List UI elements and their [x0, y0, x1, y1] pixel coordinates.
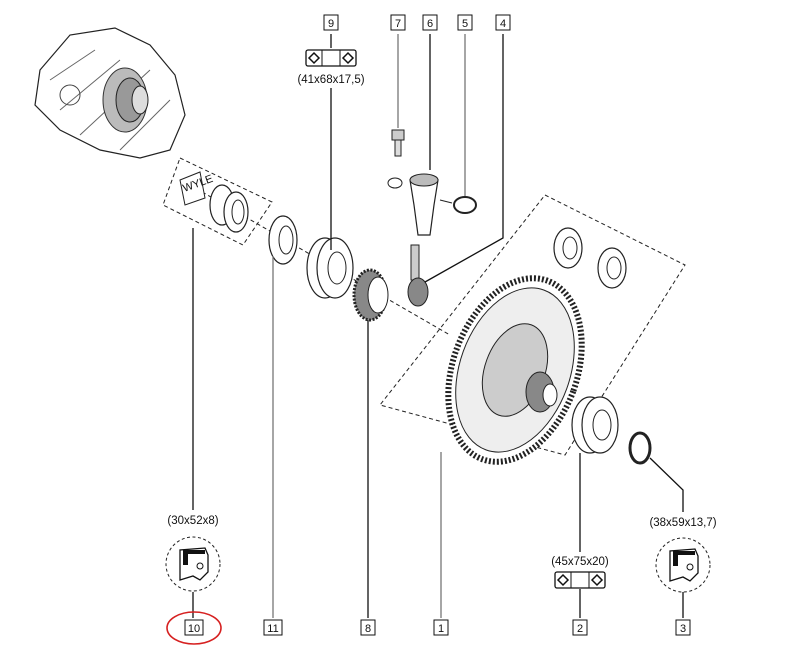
svg-text:5: 5: [462, 18, 468, 30]
callout-4[interactable]: 4: [495, 14, 511, 31]
svg-text:8: 8: [365, 623, 371, 635]
callout-3[interactable]: 3: [675, 619, 691, 636]
seal-kit-leaflet-icon: WYLE: [179, 171, 215, 206]
bearing-symbol-icon: [554, 571, 606, 589]
svg-text:7: 7: [395, 18, 401, 30]
dimension-10: (30x52x8): [167, 515, 218, 527]
svg-text:9: 9: [328, 18, 334, 30]
callout-6[interactable]: 6: [422, 14, 438, 31]
seal-kit-outline: [162, 157, 273, 246]
seal-3-illustration: [628, 431, 652, 465]
sensor-6-illustration: [387, 173, 439, 236]
dimension-9: (41x68x17,5): [297, 74, 364, 86]
differential-outline: [379, 194, 686, 456]
bearing-9-illustration: [306, 237, 354, 299]
callout-8[interactable]: 8: [360, 619, 376, 636]
highlight-circle: [166, 611, 222, 645]
callout-7[interactable]: 7: [390, 14, 406, 31]
svg-text:10: 10: [188, 623, 200, 635]
washer-5-illustration: [453, 196, 477, 214]
dimension-3: (38x59x13,7): [649, 517, 716, 529]
bearing-2-illustration: [571, 396, 619, 454]
oil-seal-icon: [165, 536, 221, 592]
callout-1[interactable]: 1: [433, 619, 449, 636]
gearbox-housing-illustration: [34, 27, 186, 159]
bolt-7-illustration: [391, 129, 405, 157]
svg-text:4: 4: [500, 18, 506, 30]
gear-8-illustration: [352, 268, 389, 322]
callout-5[interactable]: 5: [457, 14, 473, 31]
svg-text:3: 3: [680, 623, 686, 635]
callout-9[interactable]: 9: [323, 14, 339, 31]
svg-text:2: 2: [577, 623, 583, 635]
dimension-2: (45x75x20): [551, 556, 609, 568]
bearing-symbol-icon: [305, 49, 357, 67]
svg-text:11: 11: [267, 623, 278, 635]
ring-gear-1-illustration: [445, 275, 585, 465]
callout-2[interactable]: 2: [572, 619, 588, 636]
pinion-4-illustration: [407, 244, 429, 307]
oil-seal-icon: [655, 537, 711, 593]
svg-text:1: 1: [438, 623, 444, 635]
callout-10[interactable]: 10: [184, 619, 204, 636]
svg-text:6: 6: [427, 18, 433, 30]
callout-11[interactable]: 11: [263, 619, 283, 636]
